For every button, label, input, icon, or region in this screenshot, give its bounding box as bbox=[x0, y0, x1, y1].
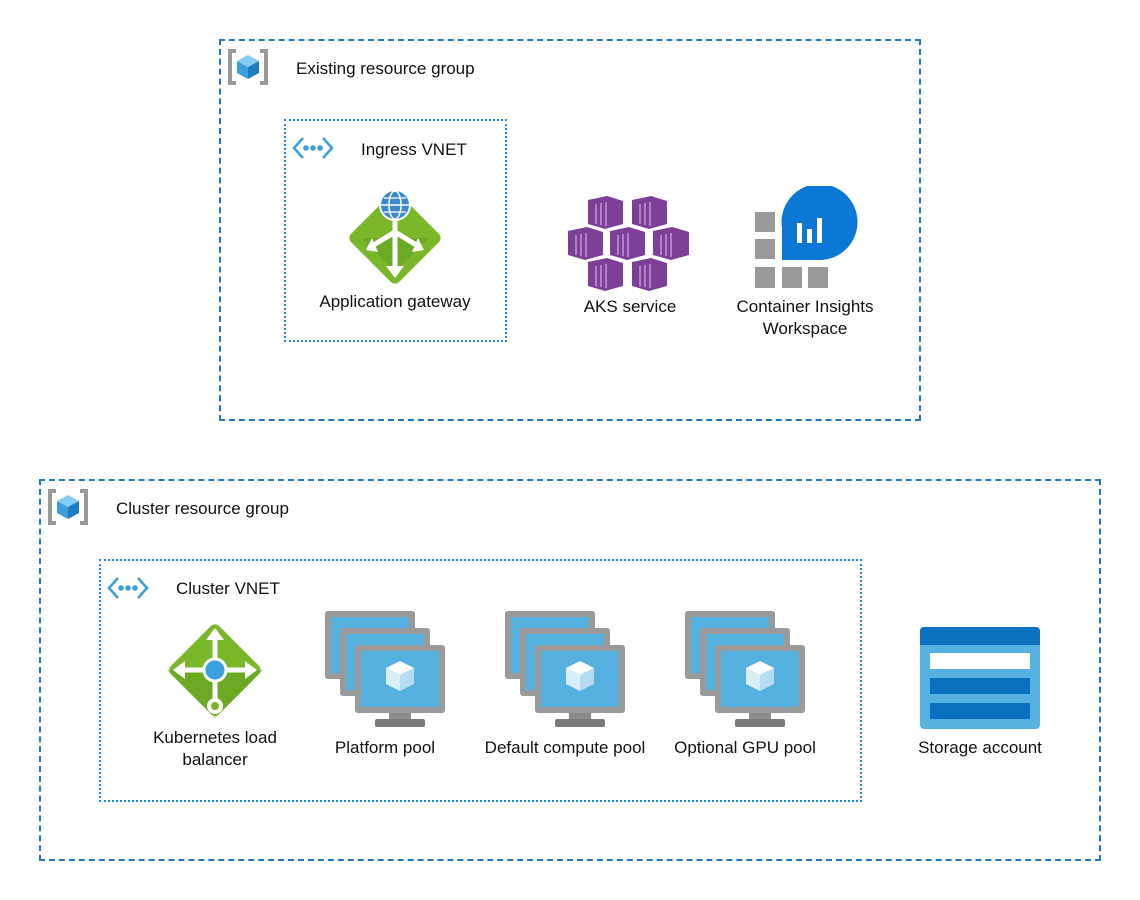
application-gateway-icon bbox=[344, 180, 446, 286]
container-insights-label-line1: Container Insights bbox=[736, 297, 874, 316]
default-compute-pool-label: Default compute pool bbox=[484, 738, 646, 757]
storage-account-label: Storage account bbox=[918, 738, 1042, 757]
cluster-vnet-title: Cluster VNET bbox=[176, 579, 280, 598]
existing-resource-group-title: Existing resource group bbox=[296, 59, 475, 78]
existing-resource-group bbox=[219, 39, 921, 421]
load-balancer-label-line2: balancer bbox=[182, 750, 248, 769]
cluster-resource-group bbox=[39, 479, 1101, 861]
load-balancer-label-line1: Kubernetes load bbox=[153, 728, 277, 747]
application-gateway-label: Application gateway bbox=[319, 292, 471, 311]
aks-service-icon bbox=[565, 196, 693, 292]
resource-group-icon bbox=[47, 488, 89, 526]
ingress-vnet-title: Ingress VNET bbox=[361, 140, 467, 159]
container-insights-icon bbox=[753, 186, 859, 292]
vm-scale-set-icon bbox=[503, 609, 627, 731]
platform-pool-label: Platform pool bbox=[334, 738, 436, 757]
container-insights-label-line2: Workspace bbox=[762, 319, 848, 338]
load-balancer-icon bbox=[163, 618, 267, 722]
vm-scale-set-icon bbox=[323, 609, 447, 731]
cluster-vnet bbox=[99, 559, 862, 802]
vm-scale-set-icon bbox=[683, 609, 807, 731]
storage-account-icon bbox=[919, 626, 1041, 730]
aks-service-label: AKS service bbox=[583, 297, 677, 316]
vnet-icon bbox=[107, 575, 149, 601]
ingress-vnet bbox=[284, 119, 507, 342]
optional-gpu-pool-label: Optional GPU pool bbox=[674, 738, 816, 757]
vnet-icon bbox=[292, 135, 334, 161]
cluster-resource-group-title: Cluster resource group bbox=[116, 499, 289, 518]
resource-group-icon bbox=[227, 48, 269, 86]
